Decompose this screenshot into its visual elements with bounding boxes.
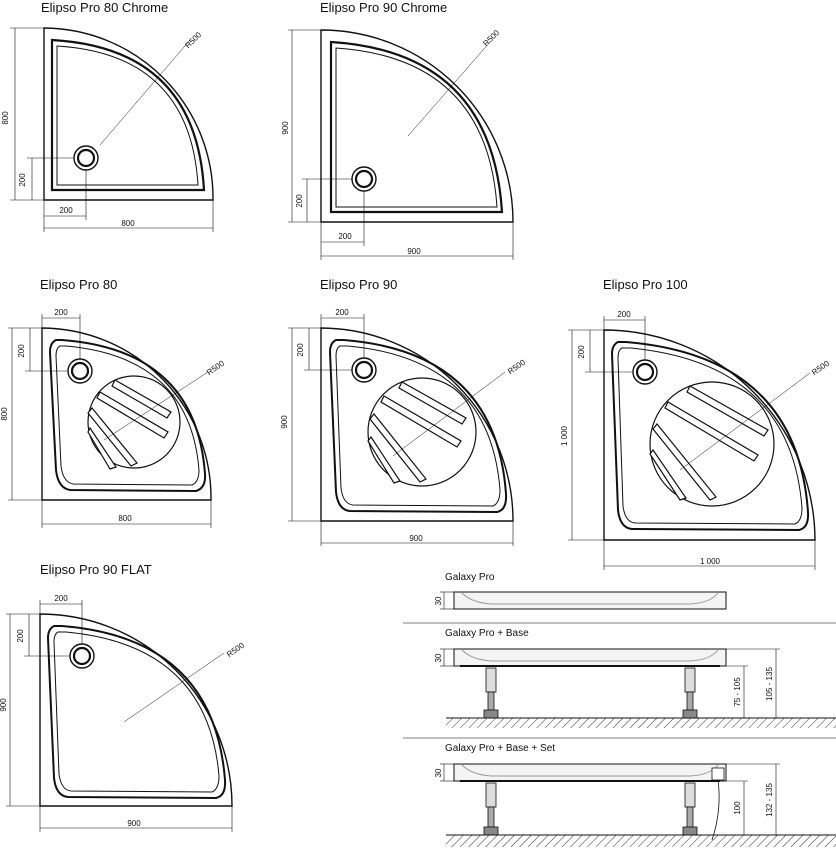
tray-elipso-pro-90-flat-waste-y: 200 [16,629,25,643]
tray-title-elipso-pro-100: Elipso Pro 100 [603,277,688,292]
section-galaxy-pro-base-profile [440,648,836,728]
tray-elipso-pro-80-chrome [43,27,214,201]
tray-elipso-pro-90-waste-x: 200 [335,308,349,317]
tray-elipso-pro-90-radius: R500 [506,357,527,376]
tray-elipso-pro-90-waste-y: 200 [296,343,305,357]
tray-elipso-pro-80-chrome-waste-y: 200 [18,173,27,187]
tray-elipso-pro-100-depth: 1 000 [560,425,569,446]
section-galaxy-pro-base-tray-height: 30 [434,653,443,662]
tray-elipso-pro-100 [603,329,816,541]
tray-elipso-pro-90-chrome-dims [288,29,514,260]
section-dividers [403,622,836,739]
tray-elipso-pro-90-flat-depth: 900 [0,698,8,712]
tray-elipso-pro-80-depth: 800 [0,407,9,421]
tray-elipso-pro-80-radius: R500 [205,358,226,377]
tray-elipso-pro-100-radius: R500 [810,358,831,377]
section-galaxy-pro-base-set-title: Galaxy Pro + Base + Set [445,743,555,754]
tray-elipso-pro-80-waste-y: 200 [17,344,26,358]
tray-elipso-pro-80-chrome-radius: R500 [183,30,203,50]
tray-elipso-pro-90-chrome-radius: R500 [481,28,501,48]
tray-elipso-pro-90-chrome-width: 900 [407,247,421,256]
tray-title-elipso-pro-90: Elipso Pro 90 [320,277,398,292]
tray-elipso-pro-90-chrome-waste-y: 200 [295,194,304,208]
tray-title-elipso-pro-90-chrome: Elipso Pro 90 Chrome [320,0,448,15]
section-galaxy-pro-base-set-tray-height: 30 [434,768,443,777]
section-galaxy-pro-base-set-leg-range: 100 [733,801,742,815]
tray-elipso-pro-100-width: 1 000 [700,557,721,566]
tray-elipso-pro-80-waste-x: 200 [54,308,68,317]
tray-elipso-pro-90-flat-waste-x: 200 [54,594,68,603]
section-galaxy-pro-base-title: Galaxy Pro + Base [445,628,529,639]
tray-elipso-pro-80-chrome-depth: 800 [1,111,10,125]
section-galaxy-pro-base-total-range: 105 - 135 [765,667,774,701]
tray-elipso-pro-90-chrome-depth: 900 [281,121,290,135]
tray-title-elipso-pro-90-flat: Elipso Pro 90 FLAT [40,562,152,577]
tray-elipso-pro-80 [41,327,212,501]
tray-title-elipso-pro-80: Elipso Pro 80 [40,277,118,292]
tray-elipso-pro-90-depth: 900 [280,415,289,429]
tray-elipso-pro-90-chrome [320,29,514,223]
section-galaxy-pro-profile [440,591,727,610]
section-galaxy-pro-tray-height: 30 [434,596,443,605]
tray-elipso-pro-90-dims [288,314,514,546]
tray-elipso-pro-100-dims [568,316,816,570]
tray-elipso-pro-90-chrome-waste-x: 200 [338,232,352,241]
section-galaxy-pro-base-leg-range: 75 - 105 [733,677,742,707]
tray-elipso-pro-100-waste-y: 200 [577,345,586,359]
section-galaxy-pro-base-set-profile [440,763,836,847]
tray-elipso-pro-80-chrome-waste-x: 200 [59,206,73,215]
tray-elipso-pro-90-flat-dims [6,600,233,832]
tray-elipso-pro-90 [320,327,514,522]
section-galaxy-pro-title: Galaxy Pro [445,572,495,583]
tray-elipso-pro-100-waste-x: 200 [617,310,631,319]
tray-title-elipso-pro-80-chrome: Elipso Pro 80 Chrome [41,0,169,15]
tray-elipso-pro-90-flat-radius: R500 [225,640,246,659]
tray-elipso-pro-80-dims [8,314,212,528]
tray-elipso-pro-90-width: 900 [409,534,423,543]
tray-elipso-pro-80-chrome-width: 800 [121,219,135,228]
tray-elipso-pro-90-flat [39,613,233,807]
tray-elipso-pro-90-flat-width: 900 [127,819,141,828]
tray-elipso-pro-80-width: 800 [118,514,132,523]
tray-elipso-pro-80-chrome-dims [10,27,214,232]
section-galaxy-pro-base-set-total-range: 132 - 135 [765,783,774,817]
